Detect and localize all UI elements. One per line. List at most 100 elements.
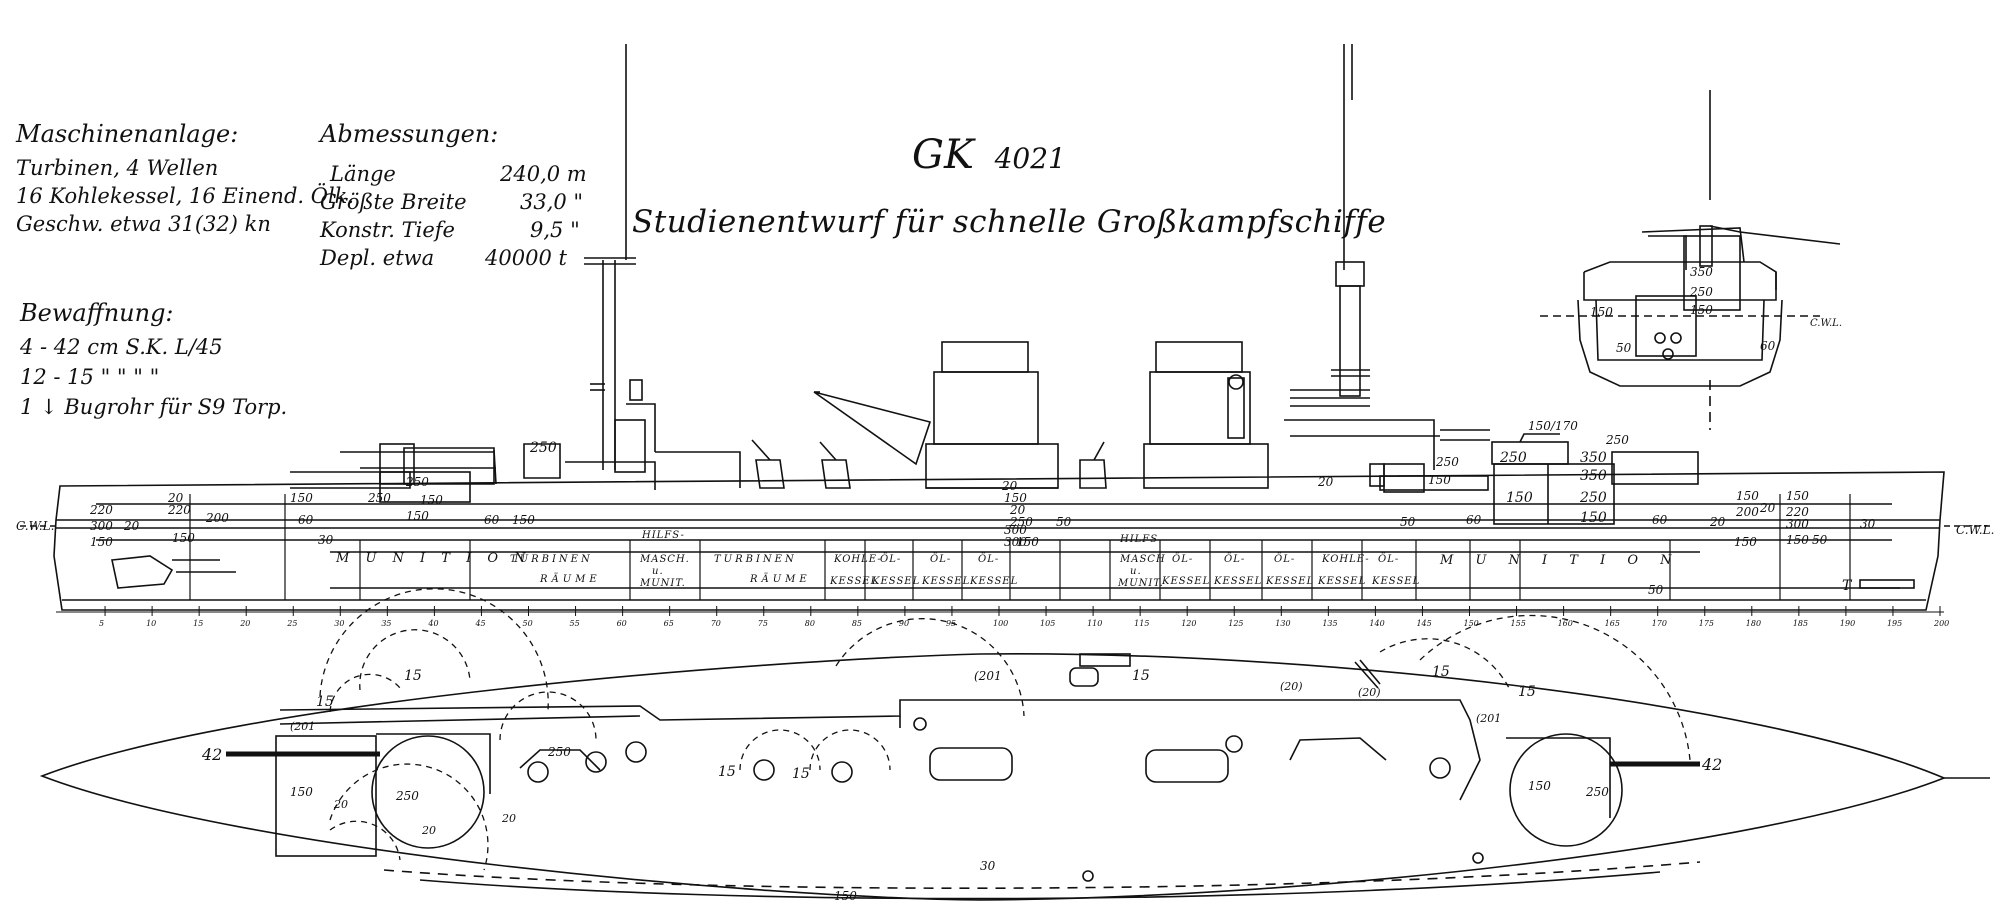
frame-number: 10 — [146, 619, 156, 628]
section-label-60: 60 — [1760, 339, 1776, 353]
armament-line-3: 1 ↓ Bugrohr für S9 Torp. — [20, 395, 288, 419]
machinery-line-1: Turbinen, 4 Wellen — [16, 156, 219, 180]
plan-fore-20a: 20 — [333, 798, 348, 811]
armor-aft-5: 20 — [1759, 501, 1776, 515]
frame-ticks — [104, 606, 1941, 616]
upper-150-e: 150 — [1580, 510, 1607, 526]
armor-fore-7: 200 — [205, 511, 229, 525]
armor-mid-9: 60 — [1466, 513, 1482, 527]
plan-sec-mid-a: 15 — [718, 764, 736, 780]
upper-250-b: 250 — [1605, 433, 1629, 447]
dim-label-length: Länge — [330, 162, 396, 186]
armor-aft-10: 30 — [1860, 517, 1876, 531]
armament-block: Bewaffnung: 4 - 42 cm S.K. L/45 12 - 15 … — [20, 298, 287, 422]
turret-a-elevation — [290, 443, 415, 489]
plan-belt-150: 150 — [834, 889, 857, 903]
comp-15: ÖL- — [978, 553, 999, 565]
armor-fore-13: 150 — [406, 509, 429, 523]
frame-number: 85 — [852, 619, 862, 628]
armor-fore-6: 150 — [172, 531, 195, 545]
frame-number: 165 — [1605, 619, 1620, 628]
plan-hull — [39, 652, 1990, 901]
comp-30: KESSEL — [1371, 576, 1420, 587]
armor-aft-2: 220 — [1785, 505, 1809, 519]
bow-detail — [111, 555, 236, 589]
plan-fore-250b: 250 — [395, 789, 419, 803]
frame-number: 185 — [1793, 619, 1808, 628]
drawing-labels: C.W.L. C.W.L. C.W.L. 350 250 150 150 60 … — [16, 265, 1994, 597]
plan-fore-gun: 42 — [201, 745, 222, 764]
armament-heading: Bewaffnung: — [20, 299, 174, 327]
turret-b-elevation — [340, 451, 496, 503]
plan-arc-201-b: (201 — [290, 720, 315, 733]
comp-2: RÄUME — [539, 573, 601, 585]
stern-detail — [1859, 579, 1915, 589]
plan-arc-20-b: (20) — [1358, 686, 1381, 699]
frame-number: 5 — [99, 619, 104, 628]
armor-fore-2: 300 — [90, 519, 113, 533]
compartment-labels: M U N I T I O N TURBINEN RÄUME HILFS- MA… — [335, 530, 1853, 594]
armor-fore-12: 250 — [405, 475, 429, 489]
hull-elevation — [20, 471, 1990, 611]
armor-mid-2: 20 — [1009, 503, 1026, 517]
frame-number: 50 — [523, 619, 533, 628]
armor-fore-5: 220 — [167, 503, 191, 517]
plan-deck-houses — [279, 653, 1481, 801]
frame-number: 60 — [617, 619, 627, 628]
drawing-lines — [20, 44, 1990, 901]
comp-21: ÖL- — [1172, 553, 1193, 565]
machinery-line-2: 16 Kohlekessel, 16 Einend. Ölk. — [16, 184, 355, 208]
armor-aft-12: 50 — [1648, 583, 1664, 597]
comp-22: KESSEL — [1161, 576, 1210, 587]
plan-aft-gun: 42 — [1701, 755, 1722, 774]
comp-32: T — [1842, 578, 1853, 594]
comp-13: ÖL- — [930, 553, 951, 565]
comp-20: MUNIT. — [1117, 578, 1164, 589]
comp-24: KESSEL — [1213, 576, 1262, 587]
armor-aft-1: 150 — [1786, 489, 1809, 503]
dim-value-breadth: 33,0 " — [520, 190, 584, 214]
comp-27: KOHLE- — [1321, 554, 1370, 565]
cwl-right: C.W.L. — [1956, 523, 1994, 537]
armor-aft-3: 300 — [1786, 517, 1809, 531]
frame-number: 180 — [1746, 619, 1761, 628]
upper-350-b: 350 — [1580, 468, 1607, 484]
armor-fore-9: 60 — [298, 513, 314, 527]
plan-secondary-arcs — [319, 588, 1691, 871]
cwl-section: C.W.L. — [1810, 318, 1842, 329]
frame-number: 160 — [1558, 619, 1573, 628]
drawing-title: Studienentwurf für schnelle Großkampfsch… — [632, 204, 1387, 240]
armor-aft-8: 20 — [1709, 515, 1726, 529]
midship-section — [1540, 225, 1841, 430]
dim-label-displacement: Depl. etwa — [320, 246, 435, 270]
armor-mid-11: 150 — [1428, 473, 1451, 487]
dimensions-heading: Abmessungen: — [320, 120, 499, 148]
frame-number: 35 — [381, 619, 391, 628]
plan-arc-20-a: (20) — [1280, 680, 1303, 693]
armor-aft-4: 150 — [1786, 533, 1809, 547]
comp-28: KESSEL — [1317, 576, 1366, 587]
comp-16: KESSEL — [969, 576, 1018, 587]
plan-labels: 42 42 15 15 15 15 15 15 15 (201 (201 (20… — [201, 664, 1722, 903]
plan-arc-201-a: (201 — [974, 669, 1002, 683]
armor-fore-8: 150 — [290, 491, 313, 505]
cwl-left: C.W.L. — [16, 519, 54, 533]
frame-number: 110 — [1087, 619, 1102, 628]
frame-number: 65 — [664, 619, 674, 628]
frame-number: 125 — [1228, 619, 1243, 628]
upper-250-d: 250 — [1579, 490, 1607, 506]
armor-mid-0: 20 — [1001, 479, 1018, 493]
plan-belt-30: 30 — [980, 859, 996, 873]
comp-4: MASCH. — [639, 554, 690, 565]
comp-31: M U N I T I O N — [1439, 553, 1681, 568]
frame-number: 200 — [1933, 619, 1949, 628]
plan-turret-a — [226, 733, 491, 857]
design-number: GK 4021 — [912, 132, 1066, 178]
frame-number: 130 — [1275, 619, 1290, 628]
armor-aft-7: 200 — [1735, 505, 1759, 519]
frame-number: 155 — [1511, 619, 1526, 628]
plan-fore-150: 150 — [290, 785, 313, 799]
plan-sec-aft-b: 15 — [1518, 684, 1536, 700]
plan-turret-y — [1506, 733, 1700, 847]
